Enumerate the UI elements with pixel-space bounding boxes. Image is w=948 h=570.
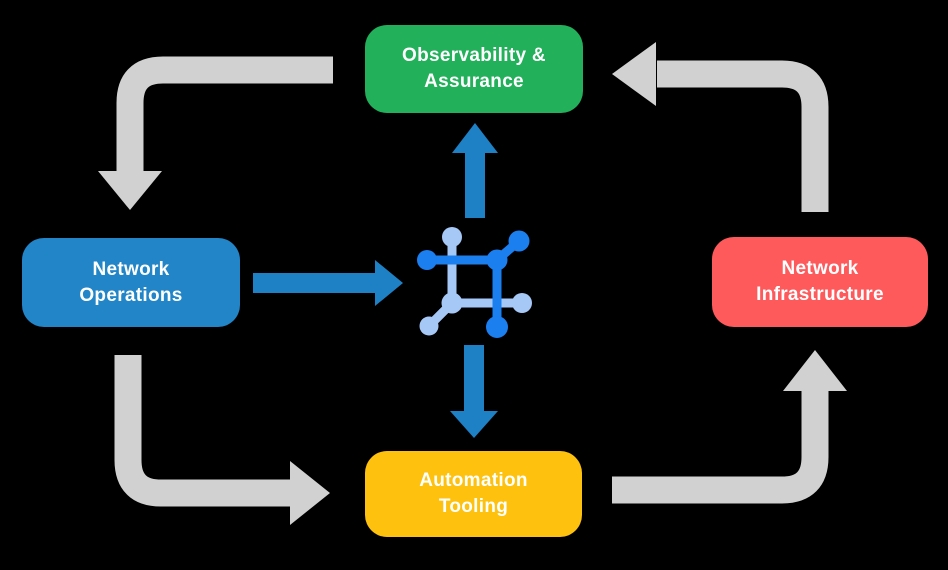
arrow-right-head (375, 260, 403, 306)
arrow-up-head (452, 123, 498, 153)
arrow-down-head (450, 411, 498, 438)
arrow-center-to-automation (450, 345, 498, 438)
node-label-line: Assurance (424, 71, 524, 92)
node-network-operations: Network Operations (22, 238, 240, 327)
node-network-infrastructure: Network Infrastructure (712, 237, 928, 327)
node-label-line: Observability & (402, 45, 546, 66)
node-label-line: Tooling (438, 496, 509, 517)
node-label-line: Automation (419, 470, 528, 491)
node-label-line: Operations (79, 284, 183, 306)
arrow-left-head (612, 42, 656, 106)
arrow-down-head (98, 171, 162, 210)
arrow-up-head (783, 350, 847, 391)
arrow-network-infrastructure-to-observability (612, 42, 829, 212)
arrow-operations-to-center (253, 260, 403, 306)
arrow-network-operations-to-automation (114, 355, 330, 525)
node-label-line: Infrastructure (756, 284, 884, 305)
node-automation-tooling: Automation Tooling (365, 451, 582, 537)
network-fabric-icon (417, 227, 532, 338)
node-label-line: Network (92, 258, 170, 280)
node-label-line: Network (781, 258, 859, 279)
arrow-center-to-observability (452, 123, 498, 218)
node-observability-assurance: Observability & Assurance (365, 25, 583, 113)
arrow-top-to-network-operations (98, 56, 333, 210)
network-fabric-icon-dark-layer (417, 230, 530, 338)
arrow-automation-to-network-infrastructure (612, 350, 847, 504)
arrow-right-head (290, 461, 330, 525)
